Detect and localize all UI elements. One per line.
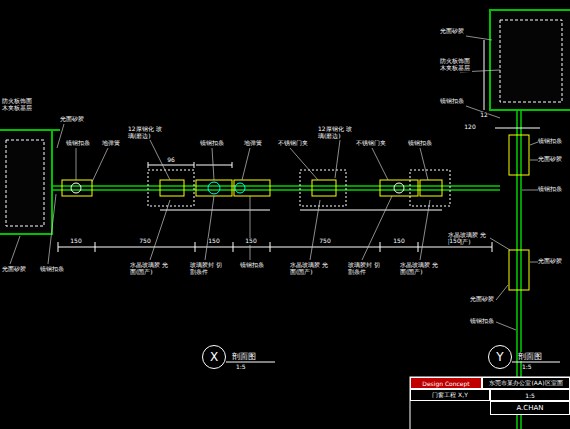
note: 防火板饰面 木夹板基层 bbox=[2, 98, 34, 112]
leader-line bbox=[496, 322, 516, 330]
note: 水晶玻璃胶 光面(国产) bbox=[400, 262, 440, 276]
section-mark: Y bbox=[496, 350, 503, 364]
leader-line bbox=[10, 236, 20, 264]
note: 地弹簧 bbox=[244, 140, 262, 147]
scale: 1:5 bbox=[236, 364, 246, 371]
title-text: 东莞市某办公室(AA)区室面 bbox=[489, 379, 562, 388]
view-title: 剖面图 bbox=[232, 352, 256, 361]
section-mark: X bbox=[210, 350, 218, 364]
note: 镜钢扣条 bbox=[538, 186, 562, 193]
title-block-cell: A.CHAN bbox=[490, 401, 570, 415]
title-text: 门窗工程 X,Y bbox=[432, 391, 468, 400]
leader-line bbox=[420, 200, 430, 260]
note: 光面矽胶 bbox=[538, 156, 562, 163]
dimension: 150 bbox=[245, 238, 256, 245]
title-block-cell: 东莞市某办公室(AA)区室面 bbox=[482, 377, 570, 389]
leader-line bbox=[212, 148, 214, 180]
note: 光面矽胶 bbox=[60, 116, 84, 123]
leader-line bbox=[466, 36, 492, 40]
note: 镜钢扣条 bbox=[40, 266, 64, 273]
leader-line bbox=[150, 200, 170, 260]
title-block-cell: 门窗工程 X,Y bbox=[410, 389, 490, 401]
note: 镜钢扣条 bbox=[408, 140, 432, 147]
note: 镜钢扣条 bbox=[440, 98, 464, 105]
note: 镜钢扣条 bbox=[538, 138, 562, 145]
leader-line bbox=[372, 148, 388, 180]
leader-line bbox=[92, 148, 108, 182]
note: 水晶玻璃胶 光面(国产) bbox=[290, 262, 330, 276]
section-symbol: Y bbox=[488, 345, 512, 369]
leader-line bbox=[490, 238, 510, 250]
dimension: 150 bbox=[393, 238, 404, 245]
note: 不锈钢门夹 bbox=[278, 140, 308, 147]
title-text: Design Concept bbox=[422, 380, 469, 387]
dimension: 150 bbox=[208, 238, 219, 245]
dimension: 96 bbox=[167, 157, 175, 164]
title-block-cell: 1:5 bbox=[490, 389, 570, 401]
note: 不锈钢门夹 bbox=[356, 140, 386, 147]
leader-line bbox=[242, 148, 250, 180]
note: 光面矽胶 bbox=[2, 266, 26, 273]
note: 玻璃胶封 切割条件 bbox=[190, 262, 224, 276]
note: 玻璃胶封 切割条件 bbox=[348, 262, 382, 276]
note: 防火板饰面 木夹板基层 bbox=[440, 58, 472, 72]
scale: 1:5 bbox=[522, 364, 532, 371]
note: 光面矽胶 bbox=[470, 296, 494, 303]
leader-line bbox=[205, 196, 214, 260]
note: 水晶玻璃胶 光面(国产) bbox=[130, 262, 170, 276]
note: 地弹簧 bbox=[102, 140, 120, 147]
dimension: 150 bbox=[70, 238, 81, 245]
leader-line bbox=[57, 124, 64, 148]
dimension: 12 bbox=[480, 112, 488, 119]
leader-line bbox=[310, 200, 320, 260]
note: 光面矽胶 bbox=[538, 258, 562, 265]
leader-line bbox=[522, 190, 538, 191]
dimension: 750 bbox=[139, 238, 150, 245]
leader-line bbox=[76, 148, 77, 180]
leader-line bbox=[466, 106, 500, 118]
title-text: 1:5 bbox=[525, 392, 535, 399]
note: 12厚钢化 玻璃(磨边) bbox=[128, 126, 162, 140]
section-symbol: X bbox=[202, 345, 226, 369]
leader-line bbox=[48, 194, 56, 264]
dimension: 150 bbox=[449, 238, 460, 245]
title-block-cell: Design Concept bbox=[410, 377, 482, 389]
leader-line bbox=[250, 196, 251, 260]
leader-line bbox=[530, 142, 538, 145]
dimension: 750 bbox=[319, 238, 330, 245]
leader-line bbox=[290, 148, 318, 180]
note: 镜钢扣条 bbox=[66, 140, 90, 147]
leader-line bbox=[530, 262, 538, 263]
note: 12厚钢化 玻璃(磨边) bbox=[318, 126, 352, 140]
leader-line bbox=[530, 160, 538, 161]
leader-line bbox=[496, 285, 508, 300]
leader-line bbox=[335, 140, 340, 178]
leader-line bbox=[362, 196, 392, 260]
note: 镜钢扣条 bbox=[240, 262, 264, 269]
title-text: A.CHAN bbox=[516, 404, 543, 412]
dimension: 120 bbox=[464, 124, 475, 131]
view-title: 剖面图 bbox=[518, 352, 542, 361]
note: 光面矽胶 bbox=[440, 28, 464, 35]
leader-line bbox=[420, 148, 428, 180]
note: 镜钢扣条 bbox=[470, 318, 494, 325]
note: 镜钢扣条 bbox=[200, 140, 224, 147]
